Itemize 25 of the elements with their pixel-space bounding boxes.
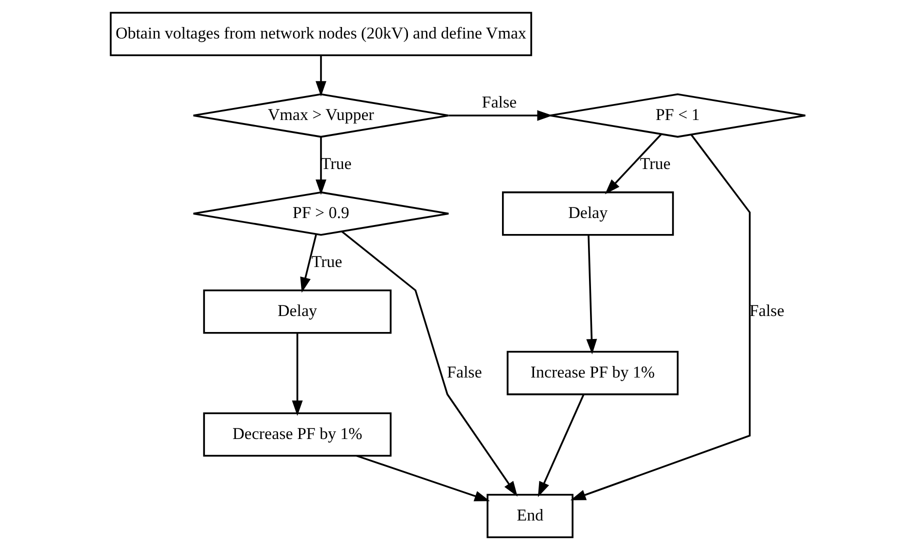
- edge-label: True: [311, 252, 342, 271]
- arrow: [537, 394, 584, 498]
- node-box: End: [486, 494, 573, 538]
- node-box: Obtain voltages from network nodes (20kV) and define Vmax: [109, 12, 532, 56]
- edge-label: False: [446, 362, 482, 382]
- arrow: [356, 454, 490, 502]
- edge-label: False: [481, 92, 516, 112]
- node-diamond: PF < 1: [548, 93, 806, 138]
- arrow: [586, 234, 597, 354]
- node-diamond: Vmax > Vupper: [192, 93, 449, 138]
- node-diamond: PF > 0.9: [192, 191, 449, 236]
- arrow: [315, 137, 326, 195]
- node-box: Delay: [502, 191, 674, 236]
- arrow: [300, 234, 317, 293]
- node-box: Delay: [202, 289, 392, 334]
- arrow: [448, 110, 552, 121]
- arrow: [340, 230, 518, 497]
- node-box: Increase PF by 1%: [506, 350, 678, 396]
- arrow: [315, 56, 326, 96]
- edge-label: False: [748, 300, 784, 320]
- arrow: [604, 134, 662, 194]
- edge-label: True: [639, 154, 670, 173]
- node-box: Decrease PF by 1%: [202, 412, 392, 457]
- arrow: [291, 333, 302, 416]
- arrow: [570, 134, 750, 500]
